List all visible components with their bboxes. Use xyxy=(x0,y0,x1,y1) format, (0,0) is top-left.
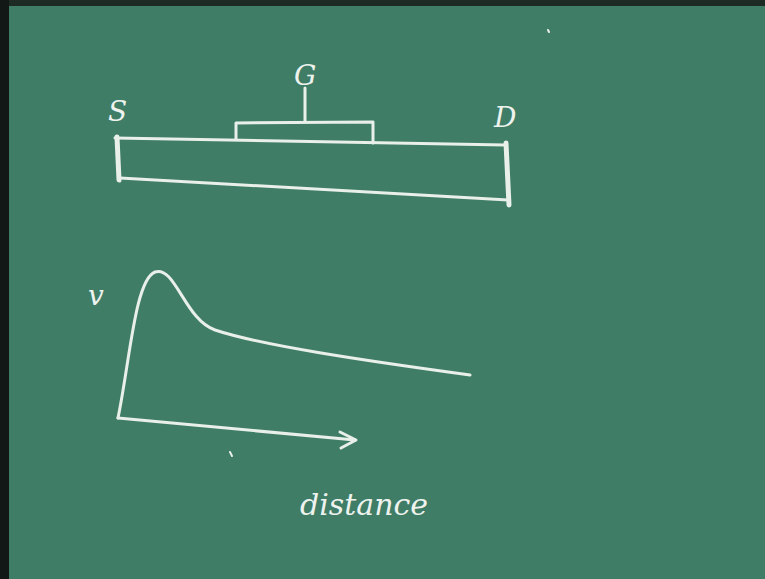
potential-curve xyxy=(118,271,470,418)
gate-lead xyxy=(304,88,307,122)
gate-electrode xyxy=(236,122,373,143)
axis-arrowhead xyxy=(340,432,356,448)
source-contact xyxy=(117,137,119,180)
channel-bottom-edge xyxy=(120,178,508,200)
channel-top-edge xyxy=(115,138,505,145)
axis-label: v xyxy=(88,282,104,310)
drain-contact xyxy=(506,143,509,205)
distance-axis xyxy=(118,418,355,440)
chalk-mark xyxy=(230,452,232,456)
source-label: S xyxy=(108,98,127,126)
chalk-mark xyxy=(548,30,549,32)
board-frame-top xyxy=(0,0,765,6)
board-frame-left xyxy=(0,0,9,579)
drain-label: D xyxy=(494,104,516,132)
axis-label: distance xyxy=(300,490,428,520)
gate-label: G xyxy=(294,62,316,90)
